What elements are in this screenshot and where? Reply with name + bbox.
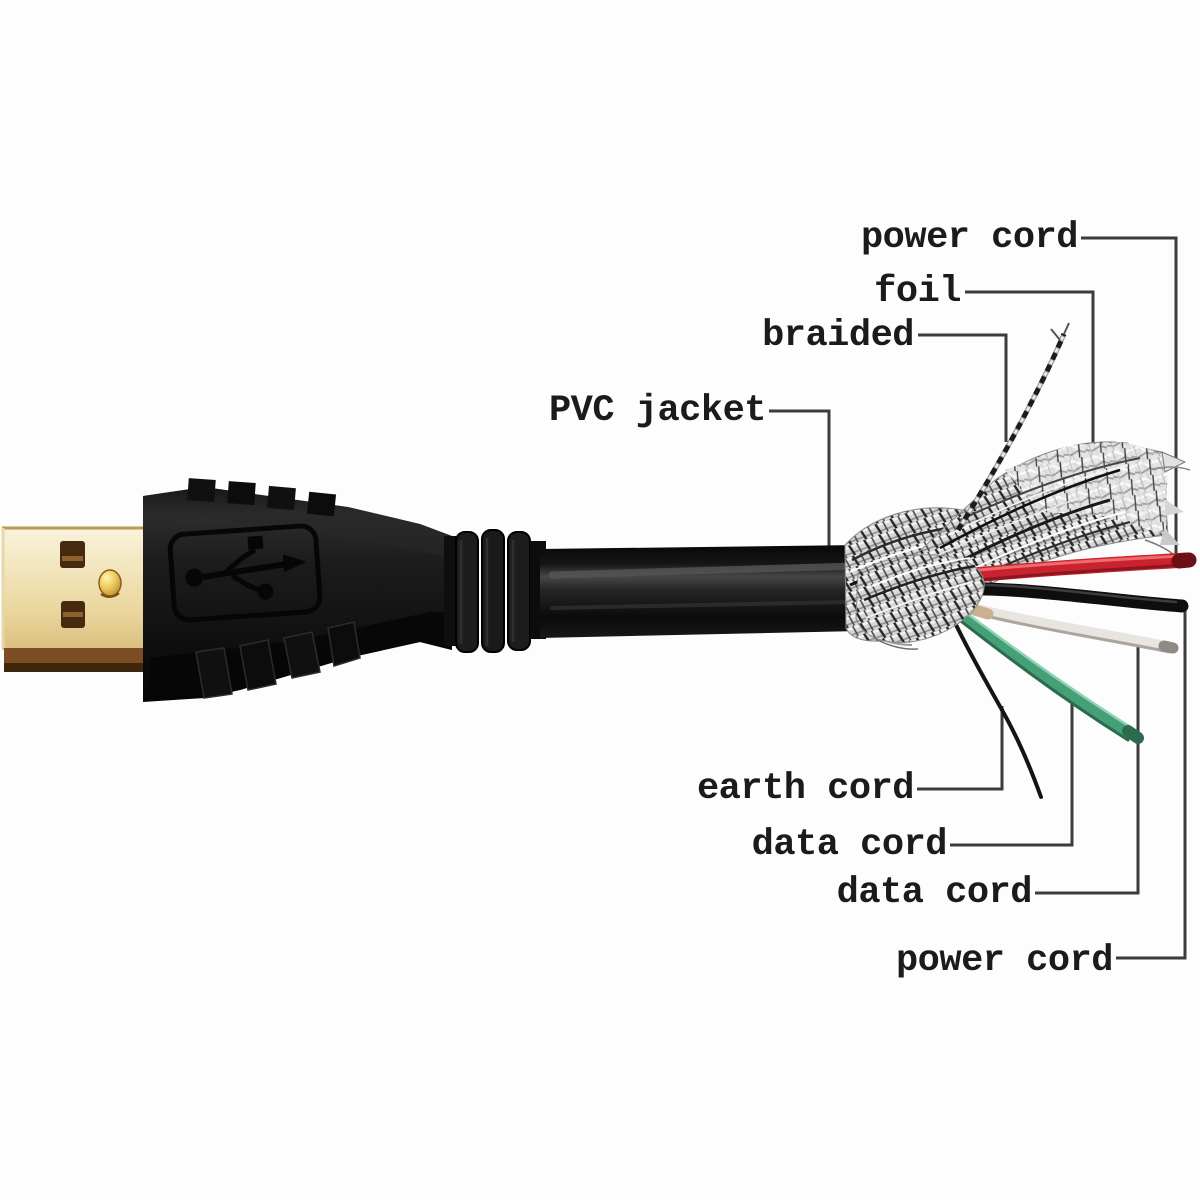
label-power-cord-top: power cord	[860, 217, 1079, 259]
wire-green-tip	[1122, 725, 1144, 744]
jacket-body	[540, 545, 874, 638]
foil-shield	[904, 442, 1191, 601]
foil-tip	[1160, 528, 1180, 545]
loose-strand	[873, 637, 919, 650]
braided-strand	[955, 322, 1070, 532]
jacket-highlight-2	[550, 600, 852, 610]
jacket-highlight	[548, 562, 860, 579]
body-top-notches	[187, 478, 337, 517]
shell-dimple	[98, 569, 122, 597]
body-top-facet	[143, 487, 452, 558]
shell-hole1-stripe	[62, 556, 83, 561]
stray-strand	[1149, 466, 1191, 471]
foil-tip	[1164, 500, 1184, 516]
braid-front-tuft	[855, 554, 985, 644]
wire-red-tip	[1171, 552, 1197, 569]
label-data-cord-1: data cord	[751, 824, 948, 866]
leader-foil	[965, 290, 1095, 460]
label-braided: braided	[762, 315, 914, 357]
label-pvc-jacket: PVC jacket	[548, 390, 767, 432]
label-power-cord-bottom: power cord	[895, 940, 1114, 982]
leader-earth-cord	[917, 706, 1004, 791]
usb-plug-shell	[1, 526, 160, 672]
usb-plug-body	[143, 478, 546, 702]
shell-contact-hole-1	[60, 541, 85, 568]
strain-relief	[444, 529, 546, 653]
leader-power-cord-top	[1081, 236, 1178, 558]
wire-red-highlight	[948, 554, 1184, 575]
leader-power-cord-bottom	[1116, 610, 1187, 960]
label-earth-cord: earth cord	[696, 768, 915, 810]
shell-hole2-stripe	[63, 612, 83, 617]
wire-white-tip	[1158, 640, 1179, 654]
cable-jacket	[540, 545, 874, 638]
label-foil: foil	[874, 271, 961, 313]
leader-data-cord-1	[950, 698, 1074, 847]
shell-bottom-band	[4, 648, 160, 664]
leader-braided	[918, 333, 1008, 442]
leader-data-cord-2	[1035, 646, 1140, 895]
usb-logo-icon	[167, 523, 323, 623]
shell-bottom-shadow	[4, 663, 160, 672]
body-bottom-fins	[195, 621, 361, 699]
shell-dimple-shade	[100, 591, 120, 598]
leader-pvc-jacket	[769, 409, 831, 552]
callout-lines	[769, 236, 1187, 960]
wire-earth	[943, 600, 1043, 799]
label-data-cord-2: data cord	[836, 872, 1033, 914]
